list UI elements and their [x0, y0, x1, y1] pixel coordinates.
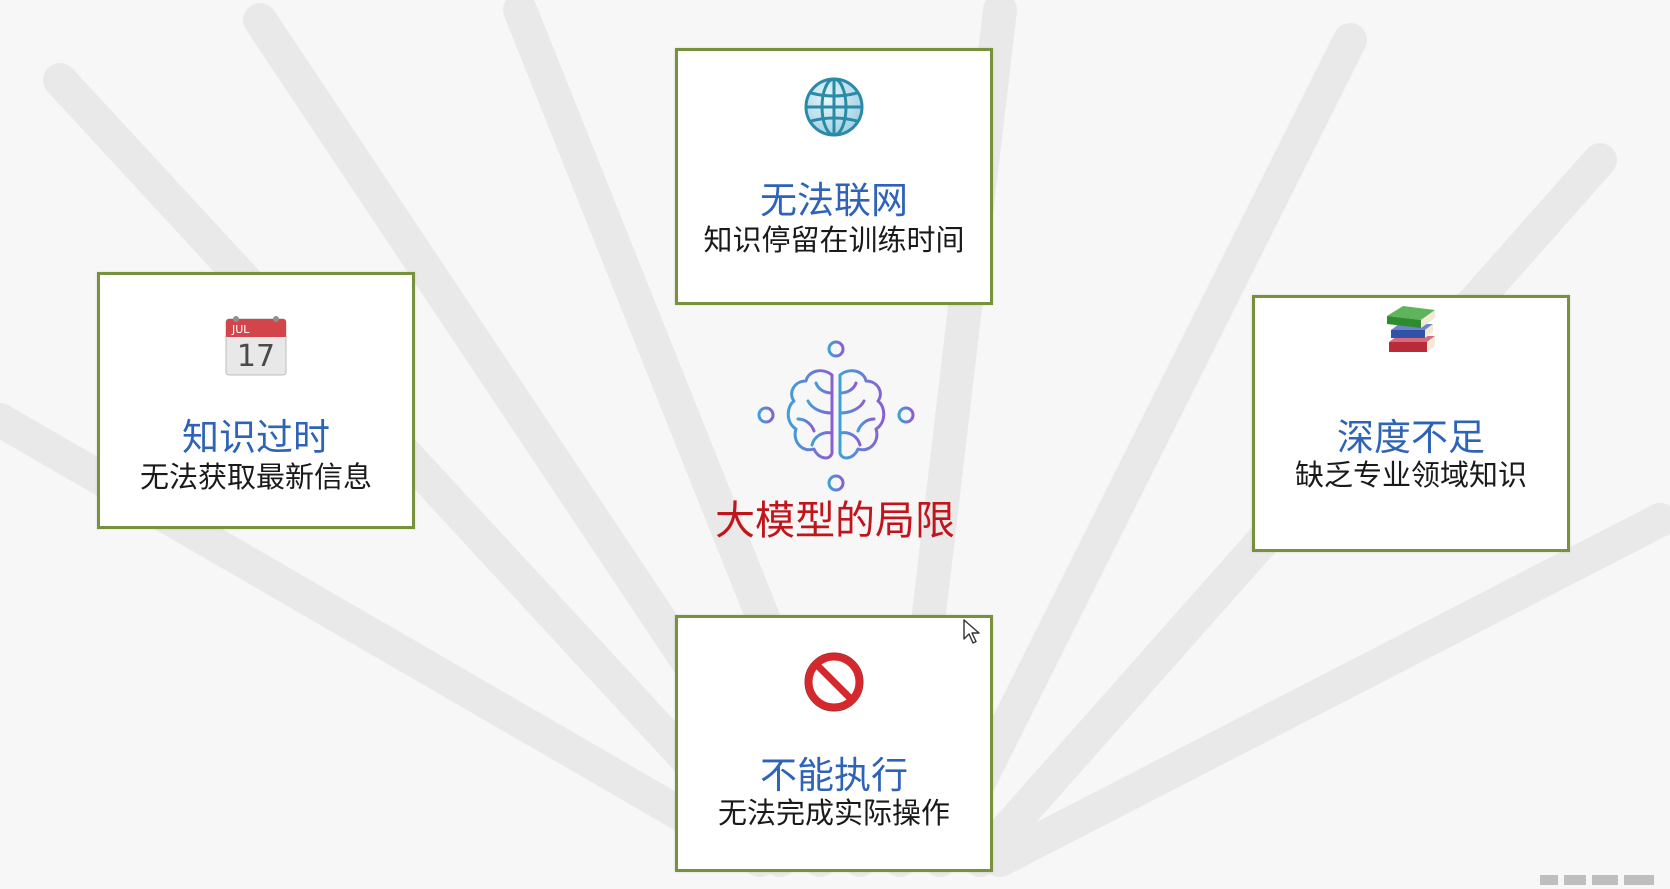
center-title: 大模型的局限 — [715, 498, 955, 544]
card-no-internet: 无法联网 知识停留在训练时间 — [675, 48, 993, 305]
prohibited-icon — [804, 652, 864, 716]
card-description: 缺乏专业领域知识 — [1294, 458, 1527, 492]
calendar-day: 17 — [237, 339, 275, 374]
card-title: 无法联网 — [760, 179, 908, 222]
card-title: 不能执行 — [760, 754, 908, 797]
watermark-logo — [1540, 875, 1654, 885]
card-cannot-execute: 不能执行 无法完成实际操作 — [675, 615, 993, 872]
card-outdated-knowledge: JUL 17 知识过时 无法获取最新信息 — [97, 272, 415, 529]
card-title: 知识过时 — [182, 416, 330, 459]
card-lack-depth: 深度不足 缺乏专业领域知识 — [1252, 295, 1570, 552]
card-description: 无法获取最新信息 — [139, 460, 372, 494]
books-icon — [1381, 302, 1441, 364]
card-description: 无法完成实际操作 — [717, 796, 950, 830]
calendar-icon: JUL 17 — [224, 313, 288, 381]
globe-icon — [802, 75, 866, 143]
card-description: 知识停留在训练时间 — [703, 223, 965, 257]
brain-circuit-icon — [756, 335, 916, 499]
card-title: 深度不足 — [1337, 416, 1485, 459]
mouse-cursor-icon — [963, 619, 981, 649]
calendar-month: JUL — [231, 323, 250, 336]
